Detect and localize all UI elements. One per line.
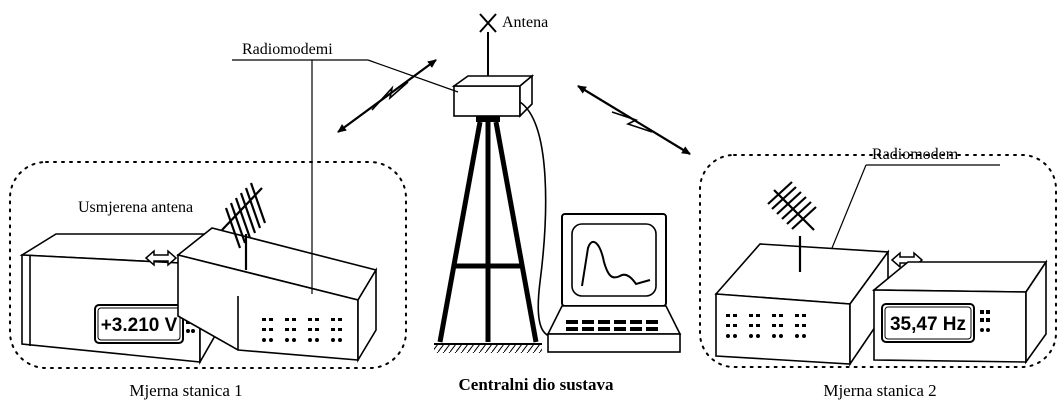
- station2-yagi-antenna: [767, 181, 817, 272]
- central-computer: [546, 213, 682, 353]
- caption-station2: Mjerna stanica 2: [823, 381, 936, 400]
- caption-station1: Mjerna stanica 1: [129, 381, 242, 400]
- label-usmjerena-antena: Usmjerena antena: [78, 199, 193, 216]
- frequency-reading: 35,47 Hz: [890, 314, 966, 335]
- station1-yagi-antenna: [221, 182, 267, 270]
- monitor-curve: [581, 240, 651, 287]
- station2-radiomodem: [714, 243, 890, 367]
- station1-boundary: [9, 161, 407, 369]
- label-radiomodemi: Radiomodemi: [242, 41, 333, 58]
- station1-voltmeter: [19, 233, 218, 366]
- radio-link-left: [337, 59, 437, 133]
- station1-radiomodem: [176, 227, 378, 363]
- voltmeter-reading: +3.210 V: [101, 315, 178, 336]
- central-tower: [434, 13, 561, 353]
- radio-bolt-left: [371, 81, 409, 111]
- label-antena: Antena: [502, 14, 548, 31]
- station2-boundary: [699, 154, 1057, 368]
- station1-link-arrow: [144, 249, 178, 267]
- radio-bolt-right: [611, 111, 653, 133]
- modem1-keypad: [262, 318, 342, 342]
- central-radiomodem-box: [453, 85, 521, 117]
- keyboard: [547, 333, 681, 353]
- modem2-keypad: [726, 314, 806, 338]
- caption-central: Centralni dio sustava: [459, 375, 614, 394]
- label-radiomodem: Radiomodem: [872, 146, 959, 163]
- station2-frequency-meter: [871, 259, 1048, 365]
- leader-lines: [232, 59, 1000, 294]
